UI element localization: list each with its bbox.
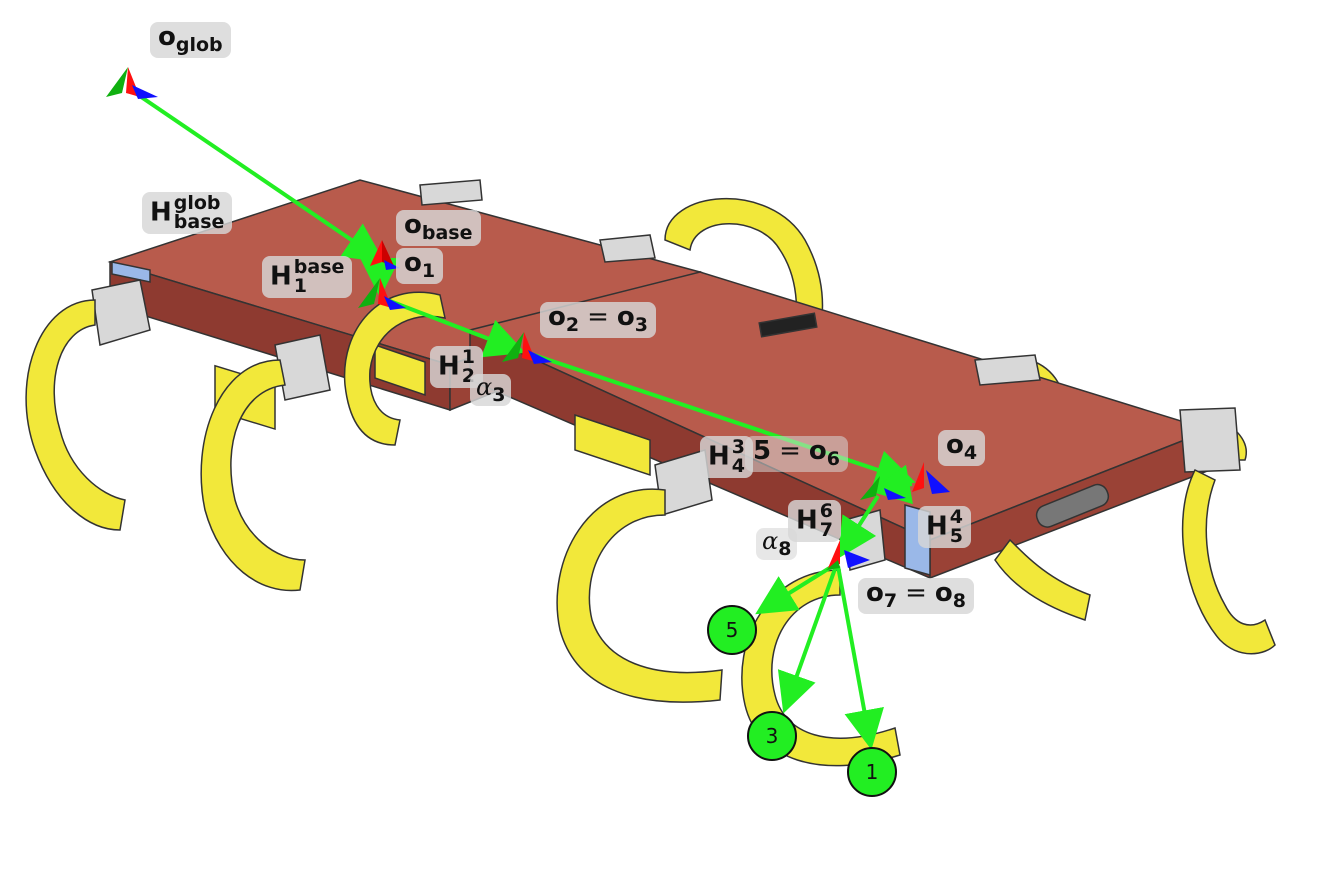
leg-front-right-2 xyxy=(1181,468,1276,655)
leg-mid-right xyxy=(556,488,723,703)
frame-7 xyxy=(826,540,870,570)
yellow-panel-3 xyxy=(374,343,426,397)
label-alpha-3: α3 xyxy=(470,374,512,406)
frame-1 xyxy=(358,278,406,310)
label-o-1: o1 xyxy=(396,248,444,284)
arrow-7-to-node5 xyxy=(755,562,838,615)
front-legs xyxy=(25,291,1276,767)
foot-nodes: 5 3 1 xyxy=(707,605,897,797)
motor-box-6 xyxy=(974,354,1041,386)
blue-cover-left xyxy=(111,261,151,283)
label-o-7-o-8: o7=o8 xyxy=(858,578,975,614)
label-o-glob: oglob xyxy=(150,22,231,58)
handle-slot xyxy=(1035,483,1110,528)
arrow-4-to-5 xyxy=(870,464,913,505)
leg-left-1 xyxy=(25,299,126,531)
motor-box-7 xyxy=(1179,407,1241,473)
frame-5 xyxy=(860,476,906,500)
frame-4 xyxy=(912,462,950,494)
node-5[interactable]: 5 xyxy=(707,605,757,655)
leg-mid-arch xyxy=(343,291,446,446)
arrow-5-to-7 xyxy=(837,494,880,559)
node-3[interactable]: 3 xyxy=(747,711,797,761)
display-slot xyxy=(758,312,818,338)
label-o-base: obase xyxy=(396,210,481,246)
label-alpha-8: α8 xyxy=(756,528,798,560)
label-o-5-o-6: 5=o6 xyxy=(745,436,848,472)
svg-text:1: 1 xyxy=(866,760,879,784)
leg-left-2 xyxy=(200,359,306,592)
label-o-2-o-3: o2=o3 xyxy=(540,302,657,338)
arrow-1-to-2 xyxy=(381,296,526,358)
frame-glob xyxy=(106,67,158,99)
motor-box-5 xyxy=(419,179,483,206)
arrow-glob-to-base xyxy=(126,86,385,263)
arrow-7-to-node1 xyxy=(836,565,884,750)
yellow-panel-2 xyxy=(574,413,651,477)
leg-front-right-1 xyxy=(994,538,1091,621)
motor-box-8 xyxy=(599,234,656,263)
svg-text:3: 3 xyxy=(766,724,779,748)
motor-box-1 xyxy=(91,279,151,346)
arrow-7-to-node3 xyxy=(777,565,838,714)
motor-box-2 xyxy=(274,334,331,401)
label-o-4: o4 xyxy=(938,430,986,466)
frame-2 xyxy=(502,332,552,364)
svg-text:5: 5 xyxy=(726,618,739,642)
node-1[interactable]: 1 xyxy=(847,747,897,797)
